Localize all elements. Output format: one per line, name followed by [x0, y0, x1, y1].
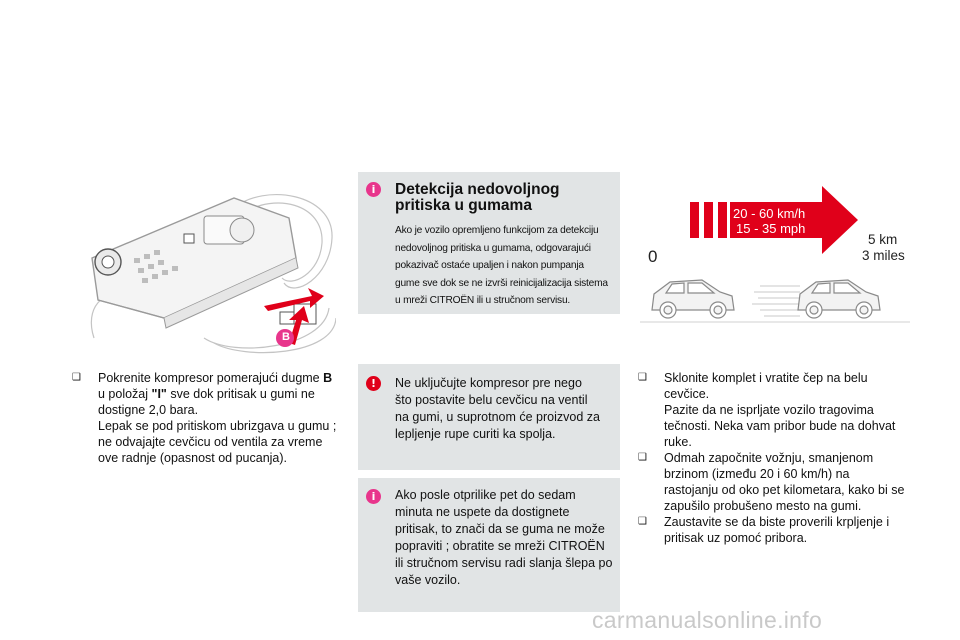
step-line: Pazite da ne isprljate vozilo tragovima	[664, 403, 874, 417]
right-steps: ❑ Sklonite komplet i vratite čep na belu…	[638, 370, 918, 546]
box-line: u mreži CITROËN ili u stručnom servisu.	[395, 295, 571, 306]
speed-arrow	[730, 186, 858, 254]
step-line: zapušilo probušeno mesto na gumi.	[664, 499, 862, 513]
step-item: ❑ Sklonite komplet i vratite čep na belu…	[638, 370, 918, 450]
box-line: pokazivač ostaće upaljen i nakon pumpanj…	[395, 260, 584, 271]
button-reference: B	[323, 371, 333, 385]
box-line: nedovoljnog pritiska u gumama, odgovaraj…	[395, 242, 591, 254]
speed-kmh-label: 20 - 60 km/h	[733, 206, 805, 221]
speed-distance-diagram: 20 - 60 km/h 15 - 35 mph 0 5 km 3 miles	[640, 182, 910, 342]
bullet-icon: ❑	[638, 452, 647, 463]
step-item: ❑ Odmah započnite vožnju, smanjenom brzi…	[638, 450, 918, 514]
car-start-icon	[651, 279, 735, 319]
info-icon: i	[366, 489, 381, 504]
step-item: ❑ Zaustavite se da biste proverili krplj…	[638, 514, 918, 546]
speed-stripe	[690, 202, 699, 238]
speed-stripe	[718, 202, 727, 238]
watermark-text: carmanualsonline.info	[592, 607, 823, 633]
distance-miles-label: 3 miles	[862, 248, 905, 263]
start-distance-label: 0	[648, 247, 657, 266]
step-line: u položaj	[98, 387, 152, 401]
info-box: i Ako posle otprilike pet do sedam minut…	[358, 478, 620, 612]
bullet-icon: ❑	[638, 516, 647, 527]
step-line: Lepak se pod pritiskom ubrizgava u gumu …	[98, 419, 337, 433]
box-line: na gumi, u suprotnom će proizvod za	[395, 410, 600, 424]
box-line: Ako je vozilo opremljeno funkcijom za de…	[395, 225, 599, 236]
step-line: tečnosti. Neka vam pribor bude na dohvat	[664, 419, 896, 433]
step-line: pritisak uz pomoć pribora.	[664, 531, 808, 545]
bullet-icon: ❑	[72, 372, 81, 383]
warning-box: ! Ne uključujte kompresor pre nego što p…	[358, 364, 620, 470]
tyre-pressure-detection-box: i Detekcija nedovoljnog pritiska u gumam…	[358, 172, 620, 314]
step-line: Sklonite komplet i vratite čep na belu	[664, 371, 868, 385]
box-title: pritiska u gumama	[395, 197, 532, 214]
box-line: lepljenje rupe curiti ka spolja.	[395, 427, 556, 441]
compressor-illustration: B	[84, 188, 337, 354]
warning-icon: !	[366, 376, 381, 391]
step-line: ove radnje (opasnost od pucanja).	[98, 451, 288, 465]
info-icon: i	[366, 182, 381, 197]
distance-km-label: 5 km	[868, 232, 897, 247]
step-line: Zaustavite se da biste proverili krpljen…	[664, 515, 890, 529]
step-line: brzinom (između 20 i 60 km/h) na	[664, 467, 850, 481]
box-line: popraviti ; obratite se mreži CITROËN	[395, 539, 605, 553]
position-reference: "I"	[151, 387, 167, 401]
left-step: ❑ Pokrenite kompresor pomerajući dugme B…	[72, 370, 350, 466]
step-line: Pokrenite kompresor pomerajući dugme	[98, 371, 324, 385]
box-line: ili stručnom servisu radi slanja šlepa p…	[395, 556, 613, 570]
box-line: Ako posle otprilike pet do sedam	[395, 488, 576, 502]
box-line: što postavite belu cevčicu na ventil	[395, 393, 588, 407]
car-end-icon	[797, 279, 881, 319]
box-line: vaše vozilo.	[395, 573, 461, 587]
box-line: minuta ne uspete da dostignete	[395, 505, 570, 519]
speed-mph-label: 15 - 35 mph	[736, 221, 805, 236]
step-line: cevčice.	[664, 387, 710, 401]
step-line: dostigne 2,0 bara.	[98, 403, 199, 417]
step-line: ne odvajajte cevčicu od ventila za vreme	[98, 435, 323, 449]
step-line: sve dok pritisak u gumi ne	[166, 387, 315, 401]
box-line: Ne uključujte kompresor pre nego	[395, 376, 582, 390]
step-line: ruke.	[664, 435, 692, 449]
box-title: Detekcija nedovoljnog	[395, 181, 560, 198]
button-b-label: B	[282, 331, 290, 343]
bullet-icon: ❑	[638, 372, 647, 383]
box-line: pritisak, to znači da se guma ne može	[395, 522, 605, 536]
step-line: rastojanju od oko pet kilometara, kako b…	[664, 483, 905, 497]
step-line: Odmah započnite vožnju, smanjenom	[664, 451, 874, 465]
speed-stripe	[704, 202, 713, 238]
motion-lines-icon	[752, 285, 800, 317]
box-line: gume sve dok se ne izvrši reinicijalizac…	[395, 277, 608, 289]
